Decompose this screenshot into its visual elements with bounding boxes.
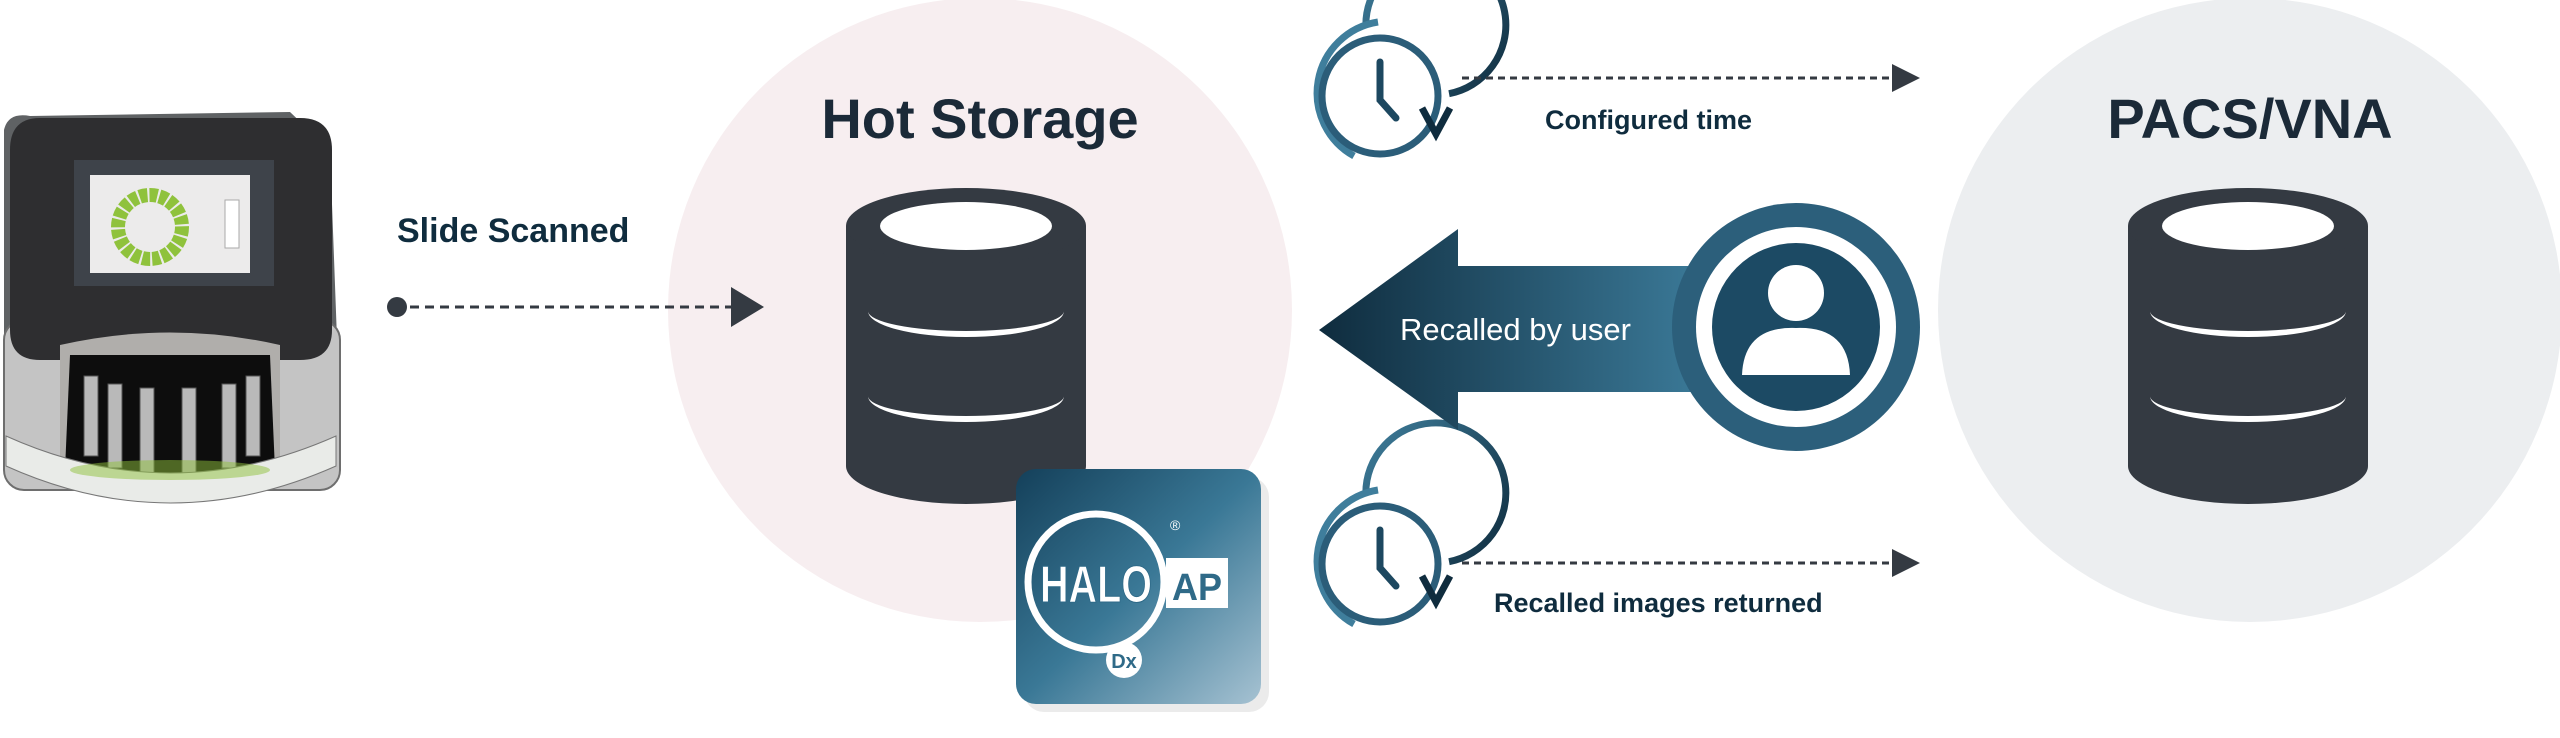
svg-text:HALO: HALO: [1040, 556, 1152, 614]
recalled-by-user-arrow: [1319, 229, 1720, 430]
configured-time-arrow: [1462, 64, 1920, 92]
svg-text:®: ®: [1170, 517, 1181, 533]
recalled-images-returned-label: Recalled images returned: [1494, 588, 1823, 618]
slide-scanned-arrow: [387, 287, 764, 327]
slide-scanner-illustration: [3, 112, 341, 504]
recalled-by-user-label: Recalled by user: [1400, 312, 1631, 347]
recalled-images-returned-arrow: [1462, 549, 1920, 577]
hot-storage-database-icon: [846, 188, 1086, 504]
hot-storage-title: Hot Storage: [821, 87, 1139, 150]
svg-text:Dx: Dx: [1111, 651, 1137, 673]
configured-time-label: Configured time: [1545, 105, 1752, 135]
halo-ap-dx-logo: HALO AP Dx ®: [1016, 469, 1269, 712]
svg-text:AP: AP: [1172, 567, 1222, 609]
slide-scanned-label: Slide Scanned: [397, 212, 630, 250]
user-icon: [1672, 203, 1920, 451]
pacs-vna-title: PACS/VNA: [2107, 87, 2393, 150]
recalled-images-clock-icon: [1317, 412, 1517, 624]
pacs-database-icon: [2128, 188, 2368, 504]
